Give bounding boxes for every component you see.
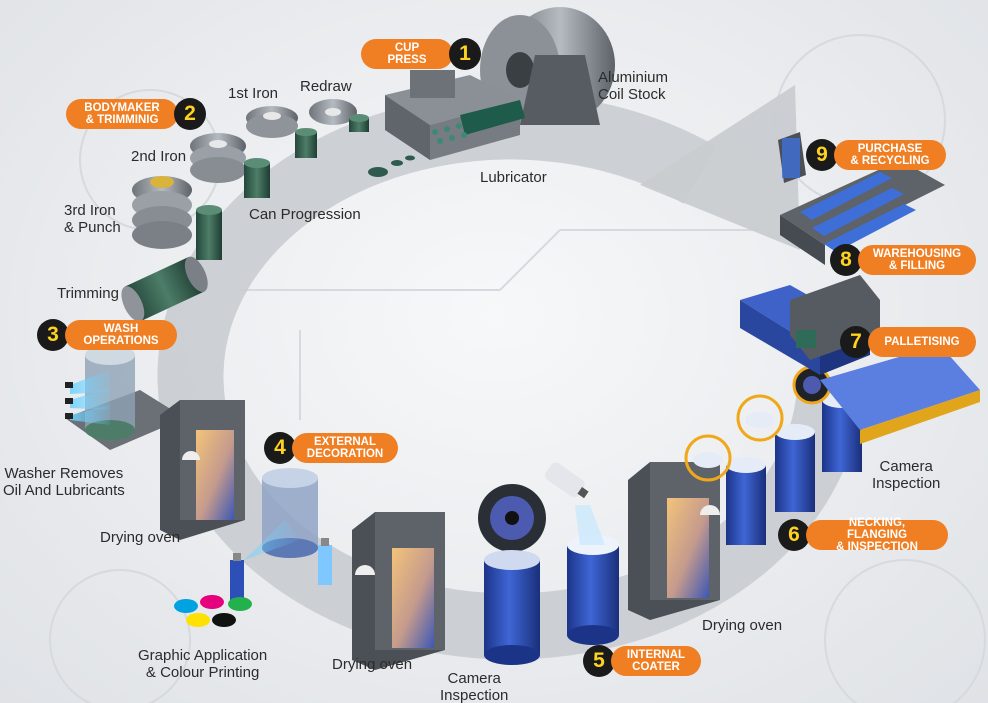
oven-illustration-3 bbox=[628, 462, 720, 620]
step-4-label: EXTERNAL DECORATION bbox=[292, 433, 398, 463]
label-graphic-application: Graphic Application & Colour Printing bbox=[138, 647, 268, 681]
label-coil-stock: Aluminium Coil Stock bbox=[598, 69, 669, 103]
internal-coater-can bbox=[545, 462, 619, 645]
ink-dot bbox=[200, 595, 224, 609]
warehouse-illustration bbox=[780, 160, 945, 265]
label-trimming: Trimming bbox=[57, 285, 119, 302]
label-camera-inspection-1: Camera Inspection bbox=[440, 670, 509, 703]
step-2-label: BODYMAKER & TRIMMINIG bbox=[66, 99, 178, 129]
label-lubricator: Lubricator bbox=[480, 169, 547, 186]
step-5-badge: 5 INTERNAL COATER bbox=[583, 645, 701, 677]
label-1st-iron: 1st Iron bbox=[228, 85, 279, 102]
oven-illustration-2 bbox=[352, 512, 445, 670]
ink-dot bbox=[212, 613, 236, 627]
palletising-illustration bbox=[740, 275, 980, 444]
step-6-label: NECKING, FLANGING & INSPECTION bbox=[806, 517, 948, 553]
wash-illustration bbox=[65, 345, 185, 450]
step-3-badge: 3 WASH OPERATIONS bbox=[37, 319, 177, 351]
label-2nd-iron: 2nd Iron bbox=[131, 148, 187, 165]
cup-press-illustration bbox=[368, 70, 525, 177]
oven-illustration-1 bbox=[160, 400, 245, 540]
label-washer: Washer Removes Oil And Lubricants bbox=[3, 465, 125, 499]
recycling-bin-illustration bbox=[778, 132, 806, 183]
step-8-number: 8 bbox=[830, 244, 862, 276]
label-redraw: Redraw bbox=[300, 78, 352, 95]
step-4-badge: 4 EXTERNAL DECORATION bbox=[264, 432, 398, 464]
step-4-number: 4 bbox=[264, 432, 296, 464]
step-7-badge: 7 PALLETISING bbox=[840, 326, 976, 358]
label-camera-inspection-2: Camera Inspection bbox=[872, 458, 941, 492]
step-3-number: 3 bbox=[37, 319, 69, 351]
label-drying-oven-1: Drying oven bbox=[100, 529, 181, 546]
label-drying-oven-3: Drying oven bbox=[702, 617, 783, 634]
step-2-number: 2 bbox=[174, 98, 206, 130]
label-can-progression: Can Progression bbox=[249, 206, 361, 223]
decoration-illustration bbox=[230, 468, 332, 600]
step-1-number: 1 bbox=[449, 38, 481, 70]
step-7-label: PALLETISING bbox=[868, 327, 976, 357]
bodymaker-illustration bbox=[121, 99, 369, 322]
ink-dot bbox=[174, 599, 198, 613]
ink-dot bbox=[228, 597, 252, 611]
step-9-label: PURCHASE & RECYCLING bbox=[834, 140, 946, 170]
step-5-number: 5 bbox=[583, 645, 615, 677]
camera-inspection-1 bbox=[478, 484, 546, 665]
step-1-label: CUP PRESS bbox=[361, 39, 453, 69]
step-8-badge: 8 WAREHOUSING & FILLING bbox=[830, 244, 976, 276]
step-3-label: WASH OPERATIONS bbox=[65, 320, 177, 350]
step-8-label: WAREHOUSING & FILLING bbox=[858, 245, 976, 275]
step-6-badge: 6 NECKING, FLANGING & INSPECTION bbox=[778, 517, 948, 553]
step-5-label: INTERNAL COATER bbox=[611, 646, 701, 676]
label-drying-oven-2: Drying oven bbox=[332, 656, 413, 673]
trimming-illustration bbox=[121, 256, 208, 322]
ink-dots bbox=[174, 595, 252, 627]
ink-dot bbox=[186, 613, 210, 627]
step-7-number: 7 bbox=[840, 326, 872, 358]
step-2-badge: BODYMAKER & TRIMMINIG 2 bbox=[66, 98, 206, 130]
step-9-number: 9 bbox=[806, 139, 838, 171]
label-3rd-iron: 3rd Iron & Punch bbox=[64, 202, 121, 236]
step-6-number: 6 bbox=[778, 519, 810, 551]
step-9-badge: 9 PURCHASE & RECYCLING bbox=[806, 139, 946, 171]
step-1-badge: CUP PRESS 1 bbox=[361, 38, 481, 70]
